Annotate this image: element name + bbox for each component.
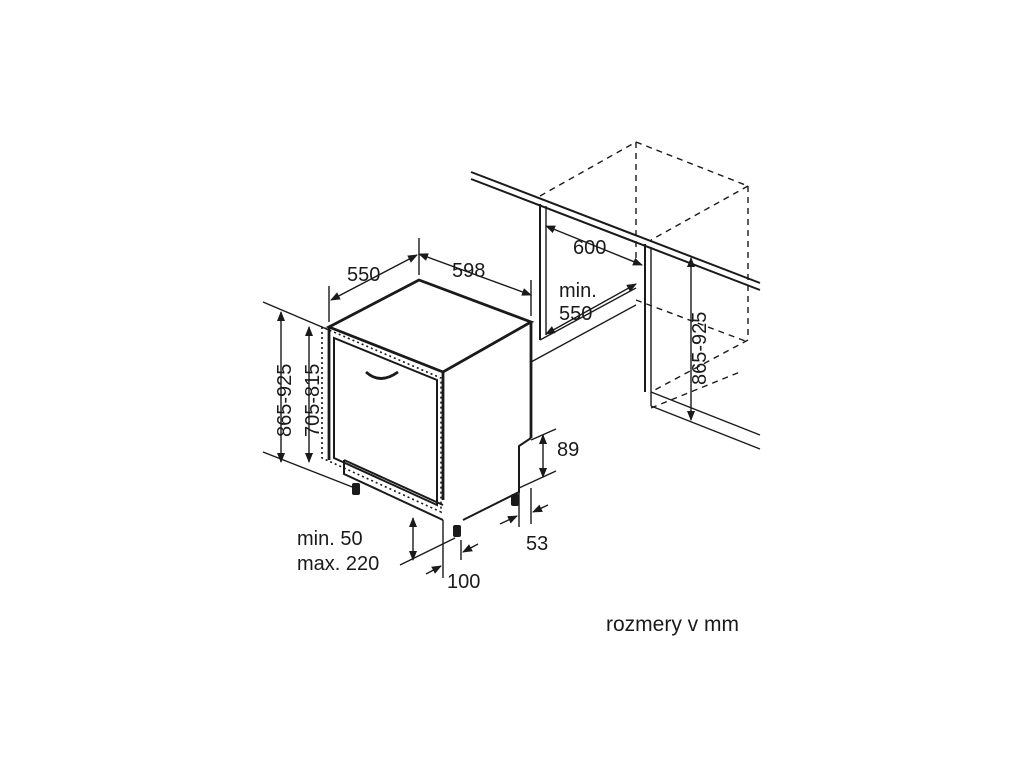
depth-label: 550 [347, 264, 380, 286]
door-height-dimension: 705-815 [302, 326, 324, 463]
depth-dimension: 550 [328, 254, 418, 322]
plinth-range-dimension: min. 50 max. 220 [297, 517, 456, 575]
niche-width-dimension: 600 [545, 225, 643, 266]
plinth-height-label: 89 [557, 439, 579, 461]
total-height-label: 865-925 [274, 364, 296, 437]
total-height-dimension: 865-925 [262, 301, 361, 491]
niche-depth-label-value: 550 [559, 303, 592, 325]
plinth-max-label: max. 220 [297, 553, 379, 575]
foot-offset-label: 53 [526, 533, 548, 555]
niche-height-dimension: 865-925 [687, 257, 711, 421]
unit-note: rozmery v mm [606, 613, 739, 636]
width-dimension: 598 [418, 238, 532, 316]
niche-depth-label-min: min. [559, 280, 597, 302]
plinth-height-dimension: 89 [518, 428, 579, 489]
plinth-depth-dimension: 100 [425, 520, 480, 593]
plinth-depth-label: 100 [447, 571, 480, 593]
foot-offset-dimension: 53 [499, 488, 549, 555]
niche-width-label: 600 [573, 237, 606, 259]
dishwasher-drawing [321, 278, 535, 537]
width-label: 598 [452, 260, 485, 282]
door-height-label: 705-815 [302, 364, 324, 437]
niche-depth-dimension: min. 550 [545, 280, 637, 335]
plinth-min-label: min. 50 [297, 528, 363, 550]
niche-height-label: 865-925 [689, 312, 711, 385]
